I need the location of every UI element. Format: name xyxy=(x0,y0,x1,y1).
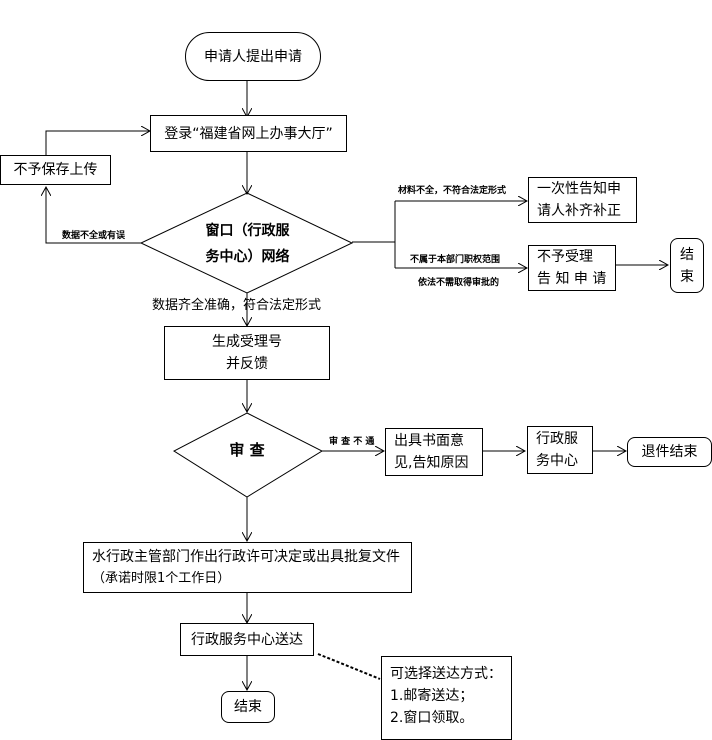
note-line2: 1.邮寄送达； xyxy=(390,688,474,704)
note-connector-dashed xyxy=(317,653,381,680)
window-diamond-label-line1: 窗口（行政服 xyxy=(205,223,290,239)
edge-label-incomplete-materials: 材料不全，不符合法定形式 xyxy=(398,186,507,196)
no-save-node-label: 不予保存上传 xyxy=(13,162,98,178)
decision-node: 水行政主管部门作出行政许可决定或出具批复文件 （承诺时限1个工作日） xyxy=(83,542,412,593)
end-node-bottom: 结束 xyxy=(221,691,275,723)
end-right-char2: 束 xyxy=(680,268,694,285)
login-node: 登录“福建省网上办事大厅” xyxy=(150,115,347,152)
return-end-node: 退件结束 xyxy=(627,437,712,467)
notify-line2: 请人补齐补正 xyxy=(537,203,621,219)
service-center-node: 行政服 务中心 xyxy=(527,426,593,474)
note-line3: 2.窗口领取。 xyxy=(390,710,474,726)
window-diamond-label-line2: 务中心）网络 xyxy=(205,249,290,265)
opinion-node: 出具书面意 见,告知原因 xyxy=(385,428,483,476)
decision-line1: 水行政主管部门作出行政许可决定或出具批复文件 xyxy=(92,548,400,565)
edge-label-incomplete-data: 数据不全或有误 xyxy=(62,231,126,241)
opinion-line2: 见,告知原因 xyxy=(394,455,469,471)
login-node-label: 登录“福建省网上办事大厅” xyxy=(164,125,333,142)
no-save-node: 不予保存上传 xyxy=(0,155,111,185)
accept-line2: 并反馈 xyxy=(226,356,268,372)
deliver-node: 行政服务中心送达 xyxy=(180,623,314,656)
review-diamond-label: 审 查 xyxy=(229,441,265,459)
edge-label-data-ok: 数据齐全准确，符合法定形式 xyxy=(152,298,322,313)
start-node: 申请人提出申请 xyxy=(185,32,321,81)
accept-node: 生成受理号 并反馈 xyxy=(164,326,330,380)
delivery-options-note: 可选择送达方式： 1.邮寄送达； 2.窗口领取。 xyxy=(381,656,512,740)
edge-label-review-fail: 审 查 不 通 xyxy=(329,437,375,447)
reject-line1: 不予受理 xyxy=(537,249,593,265)
note-line1: 可选择送达方式： xyxy=(390,666,502,682)
service-center-line1: 行政服 xyxy=(536,431,578,447)
reject-line2: 告 知 申 请 xyxy=(537,271,607,287)
edge-nosave-login xyxy=(45,131,150,155)
edge-label-out-of-scope-1: 不属于本部门职权范围 xyxy=(410,255,501,265)
end-bottom-label: 结束 xyxy=(234,699,262,715)
end-right-char1: 结 xyxy=(680,246,694,263)
reject-node: 不予受理 告 知 申 请 xyxy=(528,245,616,291)
decision-line2: （承诺时限1个工作日） xyxy=(92,570,231,586)
accept-line1: 生成受理号 xyxy=(212,334,282,350)
start-node-label: 申请人提出申请 xyxy=(204,48,302,65)
end-node-right: 结 束 xyxy=(670,238,704,293)
service-center-line2: 务中心 xyxy=(536,453,578,469)
opinion-line1: 出具书面意 xyxy=(394,433,464,449)
edge-window-nosave xyxy=(46,187,141,244)
notify-supplement-node: 一次性告知申 请人补齐补正 xyxy=(528,177,637,223)
edge-label-out-of-scope-2: 依法不需取得审批的 xyxy=(418,278,500,288)
deliver-label: 行政服务中心送达 xyxy=(191,631,303,648)
return-end-label: 退件结束 xyxy=(641,444,698,460)
notify-line1: 一次性告知申 xyxy=(537,181,621,197)
window-diamond-label: 窗口（行政服 务中心）网络 xyxy=(190,218,305,270)
